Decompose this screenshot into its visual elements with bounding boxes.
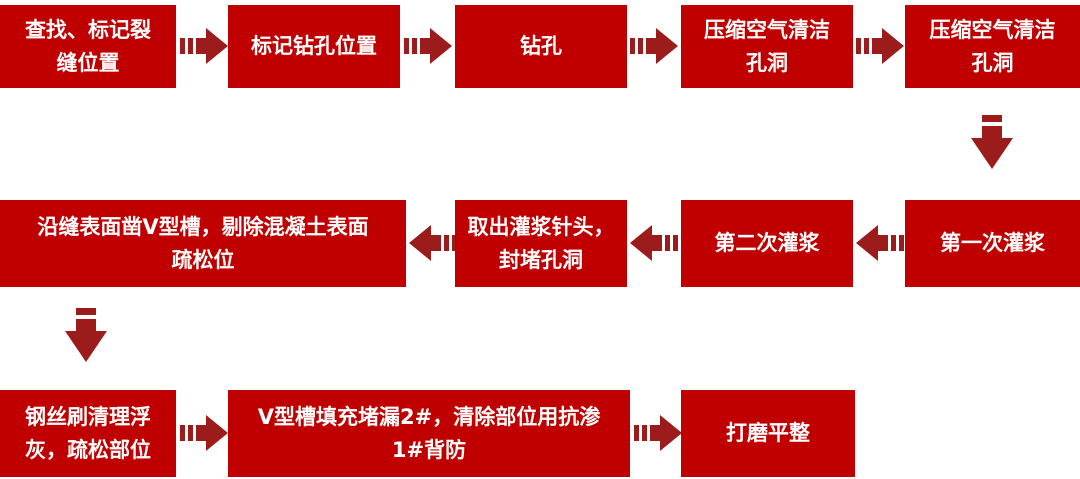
flow-step-label: 标记钻孔位置 (251, 34, 377, 59)
flow-step-remove-needle-seal-holes: 取出灌浆针头， 封堵孔洞 (455, 200, 627, 287)
flow-step-second-grouting: 第二次灌浆 (681, 200, 853, 287)
flow-step-wire-brush-clean: 钢丝刷清理浮 灰，疏松部位 (0, 390, 176, 477)
arrow-right-icon (630, 26, 678, 66)
arrow-left-icon (856, 223, 904, 263)
flow-step-label: 第二次灌浆 (714, 231, 820, 256)
flow-step-label: 沿缝表面凿V型槽，剔除混凝土表面 疏松位 (37, 214, 369, 272)
flow-step-first-grouting: 第一次灌浆 (905, 200, 1080, 287)
flow-step-locate-mark-cracks: 查找、标记裂 缝位置 (0, 5, 176, 88)
flow-step-label: 压缩空气清洁 孔洞 (929, 17, 1056, 75)
flow-step-label: 打磨平整 (726, 421, 810, 446)
flow-step-label: 钻孔 (520, 34, 562, 59)
arrow-right-icon (856, 26, 904, 66)
flow-step-grind-smooth: 打磨平整 (681, 390, 855, 477)
flow-step-chisel-v-groove: 沿缝表面凿V型槽，剔除混凝土表面 疏松位 (0, 200, 406, 287)
flow-step-fill-v-groove: V型槽填充堵漏2#，清除部位用抗渗 1#背防 (228, 390, 630, 477)
flow-step-air-clean-holes-2: 压缩空气清洁 孔洞 (905, 5, 1080, 88)
arrow-down-icon (64, 308, 108, 363)
arrow-right-icon (180, 26, 228, 66)
arrow-right-icon (404, 26, 452, 66)
arrow-down-icon (970, 115, 1014, 170)
arrow-left-icon (409, 223, 457, 263)
arrow-right-icon (180, 413, 228, 453)
flow-step-label: 压缩空气清洁 孔洞 (704, 17, 830, 75)
flow-step-label: V型槽填充堵漏2#，清除部位用抗渗 1#背防 (257, 404, 601, 462)
arrow-left-icon (630, 223, 678, 263)
arrow-right-icon (634, 413, 682, 453)
flow-step-label: 钢丝刷清理浮 灰，疏松部位 (25, 404, 151, 462)
flow-step-label: 取出灌浆针头， 封堵孔洞 (467, 214, 615, 272)
flow-step-label: 查找、标记裂 缝位置 (25, 17, 151, 75)
flow-step-mark-drill-positions: 标记钻孔位置 (228, 5, 400, 88)
flow-step-air-clean-holes-1: 压缩空气清洁 孔洞 (681, 5, 853, 88)
flow-step-drill-holes: 钻孔 (455, 5, 627, 88)
flow-step-label: 第一次灌浆 (940, 231, 1045, 256)
